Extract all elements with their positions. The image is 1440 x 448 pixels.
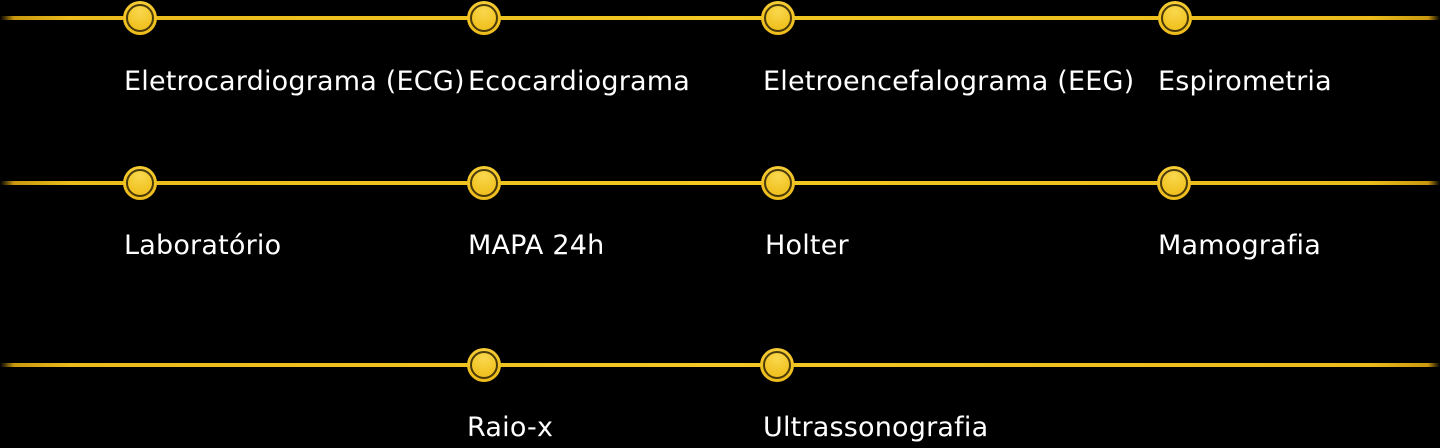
- timeline-node-icon: [467, 348, 501, 382]
- service-label: Mamografia: [1158, 230, 1321, 261]
- timeline-line: [0, 181, 1440, 185]
- service-label: Espirometria: [1158, 66, 1332, 97]
- timeline-node-icon: [467, 166, 501, 200]
- timeline-node-icon: [1158, 1, 1192, 35]
- service-label: Holter: [765, 230, 849, 261]
- timeline-line: [0, 363, 1440, 367]
- timeline-node-icon: [761, 166, 795, 200]
- timeline-node-icon: [1157, 166, 1191, 200]
- service-label: Eletroencefalograma (EEG): [763, 66, 1135, 97]
- service-label: Eletrocardiograma (ECG): [124, 66, 465, 97]
- timeline-node-icon: [123, 1, 157, 35]
- service-label: Raio-x: [467, 412, 554, 443]
- timeline-node-icon: [761, 1, 795, 35]
- service-label: Ecocardiograma: [468, 66, 691, 97]
- timeline-line: [0, 16, 1440, 20]
- timeline-node-icon: [760, 348, 794, 382]
- service-label: Ultrassonografia: [763, 412, 989, 443]
- timeline-node-icon: [467, 1, 501, 35]
- service-label: MAPA 24h: [468, 230, 605, 261]
- timeline-node-icon: [123, 166, 157, 200]
- service-label: Laboratório: [124, 230, 282, 261]
